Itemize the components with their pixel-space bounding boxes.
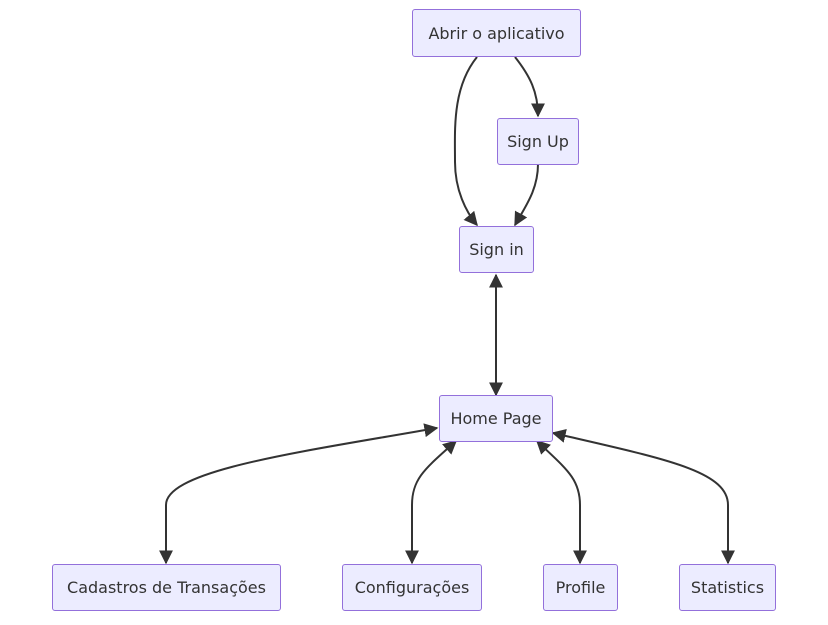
edge-abrir-to-signin [453,56,478,227]
node-statistics[interactable]: Statistics [679,564,776,611]
node-cadastros-label: Cadastros de Transações [67,578,266,597]
edge-abrir-to-signup [514,56,545,118]
node-abrir-label: Abrir o aplicativo [428,23,565,43]
edge-signup-to-signin [514,163,539,227]
node-home-page[interactable]: Home Page [439,395,553,442]
edge-home-to-config [405,440,458,565]
node-profile-label: Profile [555,578,606,597]
node-statistics-label: Statistics [690,578,765,597]
node-sign-in[interactable]: Sign in [459,226,534,273]
node-signin-label: Sign in [469,240,524,259]
node-signup-label: Sign Up [507,132,569,151]
node-configuracoes[interactable]: Configurações [342,564,482,611]
node-home-label: Home Page [450,409,542,428]
edge-home-to-profile [535,440,587,565]
edge-home-to-cadastros [159,423,439,565]
node-sign-up[interactable]: Sign Up [497,118,579,165]
node-profile[interactable]: Profile [543,564,618,611]
edge-home-to-statistics [551,429,735,565]
node-cadastros-de-transacoes[interactable]: Cadastros de Transações [52,564,281,611]
node-config-label: Configurações [354,578,470,597]
node-abrir-o-aplicativo[interactable]: Abrir o aplicativo [412,9,581,57]
